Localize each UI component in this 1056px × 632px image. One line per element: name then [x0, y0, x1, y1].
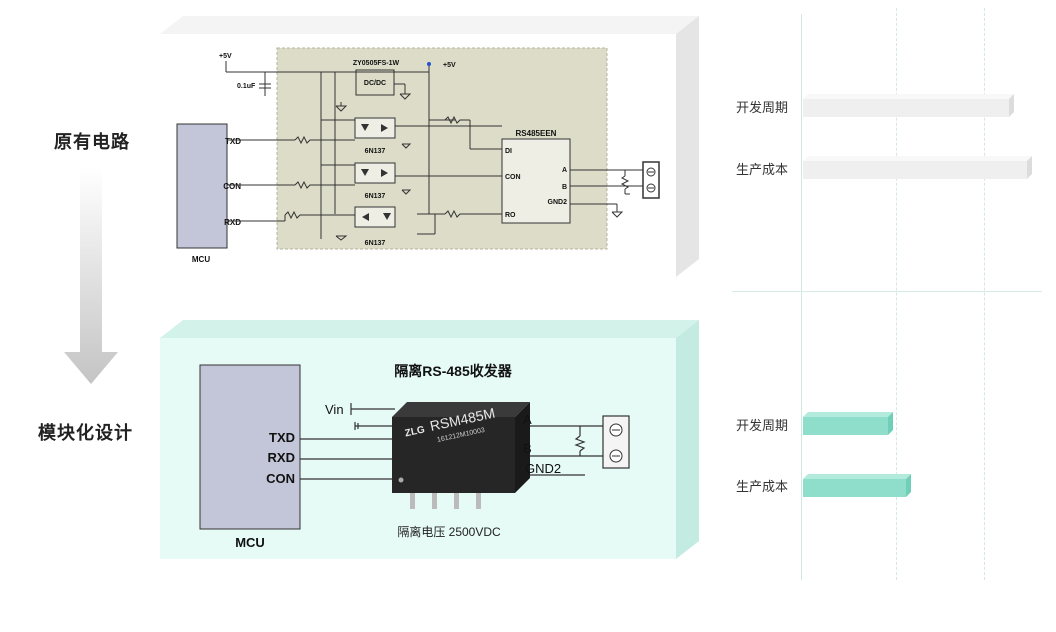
new-pin-b: B — [523, 441, 532, 456]
old-opto2-label: 6N137 — [365, 193, 386, 200]
old-label-dev-cycle: 开发周期 — [736, 101, 789, 116]
old-vcc-left: +5V — [219, 53, 232, 60]
old-cap-label: 0.1uF — [237, 83, 256, 90]
comparison-chart: 开发周期 生产成本 开发周期 生产成本 — [720, 0, 1056, 590]
old-bar-dev-cycle — [803, 94, 1015, 122]
new-bar-dev-cycle — [803, 412, 894, 440]
new-mcu-label: MCU — [235, 535, 265, 550]
old-pin-b: B — [562, 184, 567, 191]
old-opto1-label: 6N137 — [365, 148, 386, 155]
module-circuit-diagram: MCU TXD RXD CON 隔离RS-485收发器 ZLG RSM — [160, 320, 699, 559]
new-title: 隔离RS-485收发器 — [394, 363, 512, 379]
new-bar-cost — [803, 474, 912, 502]
new-pin-a: A — [523, 412, 532, 427]
old-con-label: CON — [223, 182, 241, 191]
old-transceiver-label: RS485EEN — [516, 129, 557, 138]
new-rxd-label: RXD — [268, 450, 295, 465]
section-divider — [732, 291, 1042, 292]
old-label-cost: 生产成本 — [736, 163, 789, 178]
new-label-dev-cycle: 开发周期 — [736, 419, 789, 434]
old-pin-ro: RO — [505, 212, 516, 219]
old-pin-gnd2: GND2 — [548, 199, 568, 206]
new-txd-label: TXD — [269, 430, 295, 445]
old-pin-a: A — [562, 167, 567, 174]
grid-line — [896, 8, 897, 580]
axis-line — [801, 14, 802, 580]
isolation-voltage: 隔离电压 2500VDC — [397, 524, 501, 539]
section-title-original: 原有电路 — [54, 132, 130, 153]
new-pin-gnd2: GND2 — [525, 461, 561, 476]
new-label-cost: 生产成本 — [736, 480, 789, 495]
down-arrow-icon — [64, 168, 118, 384]
new-vin-label: Vin — [325, 402, 344, 417]
old-mcu-label: MCU — [192, 255, 210, 264]
old-txd-label: TXD — [225, 137, 241, 146]
old-opto3-label: 6N137 — [365, 240, 386, 247]
chip-brand: ZLG — [404, 424, 426, 439]
grid-line — [984, 8, 985, 580]
original-circuit-diagram: MCU TXD CON RXD — [160, 16, 699, 277]
old-pin-con: CON — [505, 174, 521, 181]
old-bar-cost — [803, 156, 1033, 184]
old-vcc-right: +5V — [443, 62, 456, 69]
old-pin-di: DI — [505, 148, 512, 155]
old-dcdc-label: DC/DC — [364, 80, 386, 87]
new-con-label: CON — [266, 471, 295, 486]
old-rxd-label: RXD — [224, 218, 241, 227]
section-title-module: 模块化设计 — [38, 423, 133, 444]
old-dcdc-part: ZY0505FS-1W — [353, 60, 400, 67]
